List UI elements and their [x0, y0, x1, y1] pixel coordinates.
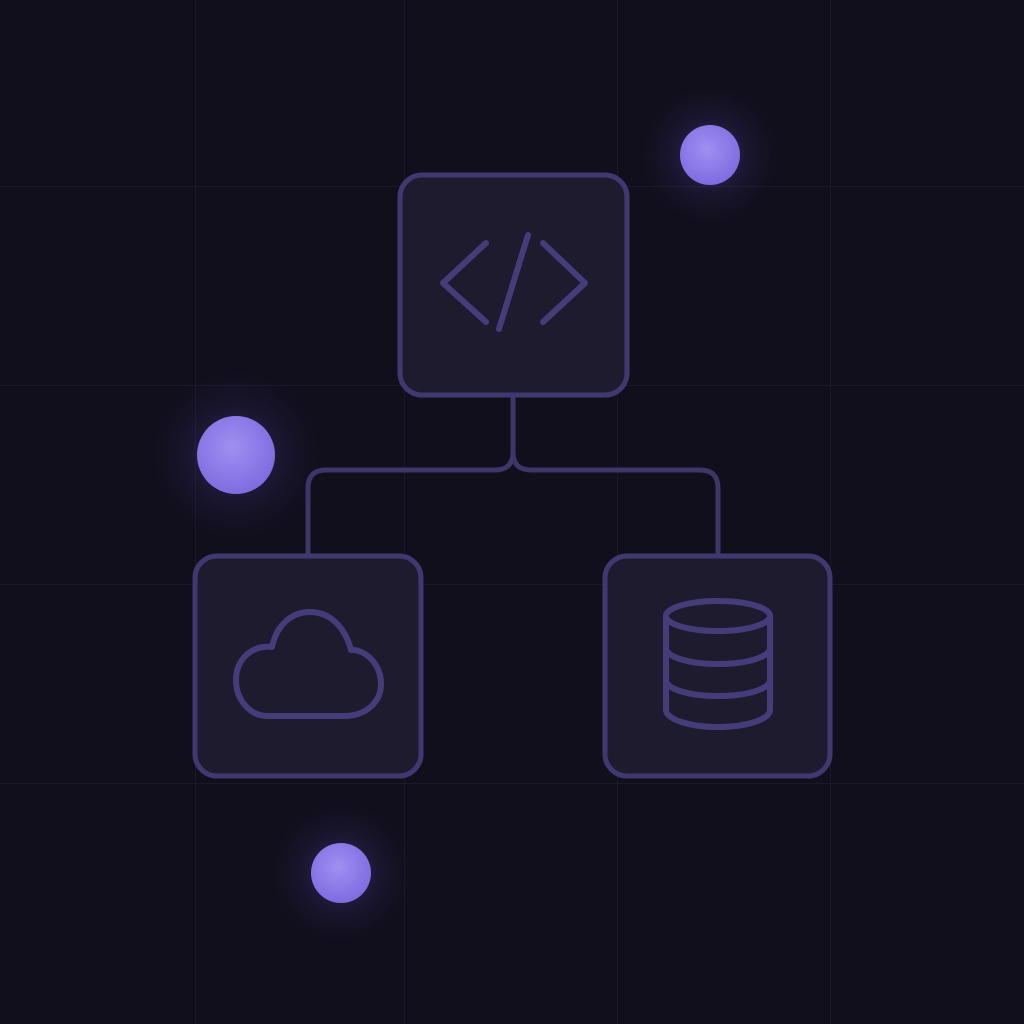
grid-line [830, 0, 831, 1024]
cloud-node-box [192, 553, 424, 779]
database-icon [663, 598, 773, 731]
connector-trunk [492, 393, 516, 473]
glow-dot [151, 370, 321, 540]
code-brackets-icon [440, 232, 588, 332]
cloud-icon [233, 609, 384, 719]
grid-line [617, 0, 618, 1024]
code-node[interactable] [397, 172, 630, 398]
cloud-node[interactable] [192, 553, 424, 779]
database-node[interactable] [602, 553, 833, 779]
connector-to-database [510, 449, 721, 559]
grid-line [0, 783, 1024, 784]
glow-dot [640, 85, 780, 225]
connector-to-cloud [305, 467, 498, 559]
connector-tree [305, 393, 721, 559]
grid-line [0, 584, 1024, 585]
glow-dot [271, 803, 411, 943]
grid-line [404, 0, 405, 1024]
